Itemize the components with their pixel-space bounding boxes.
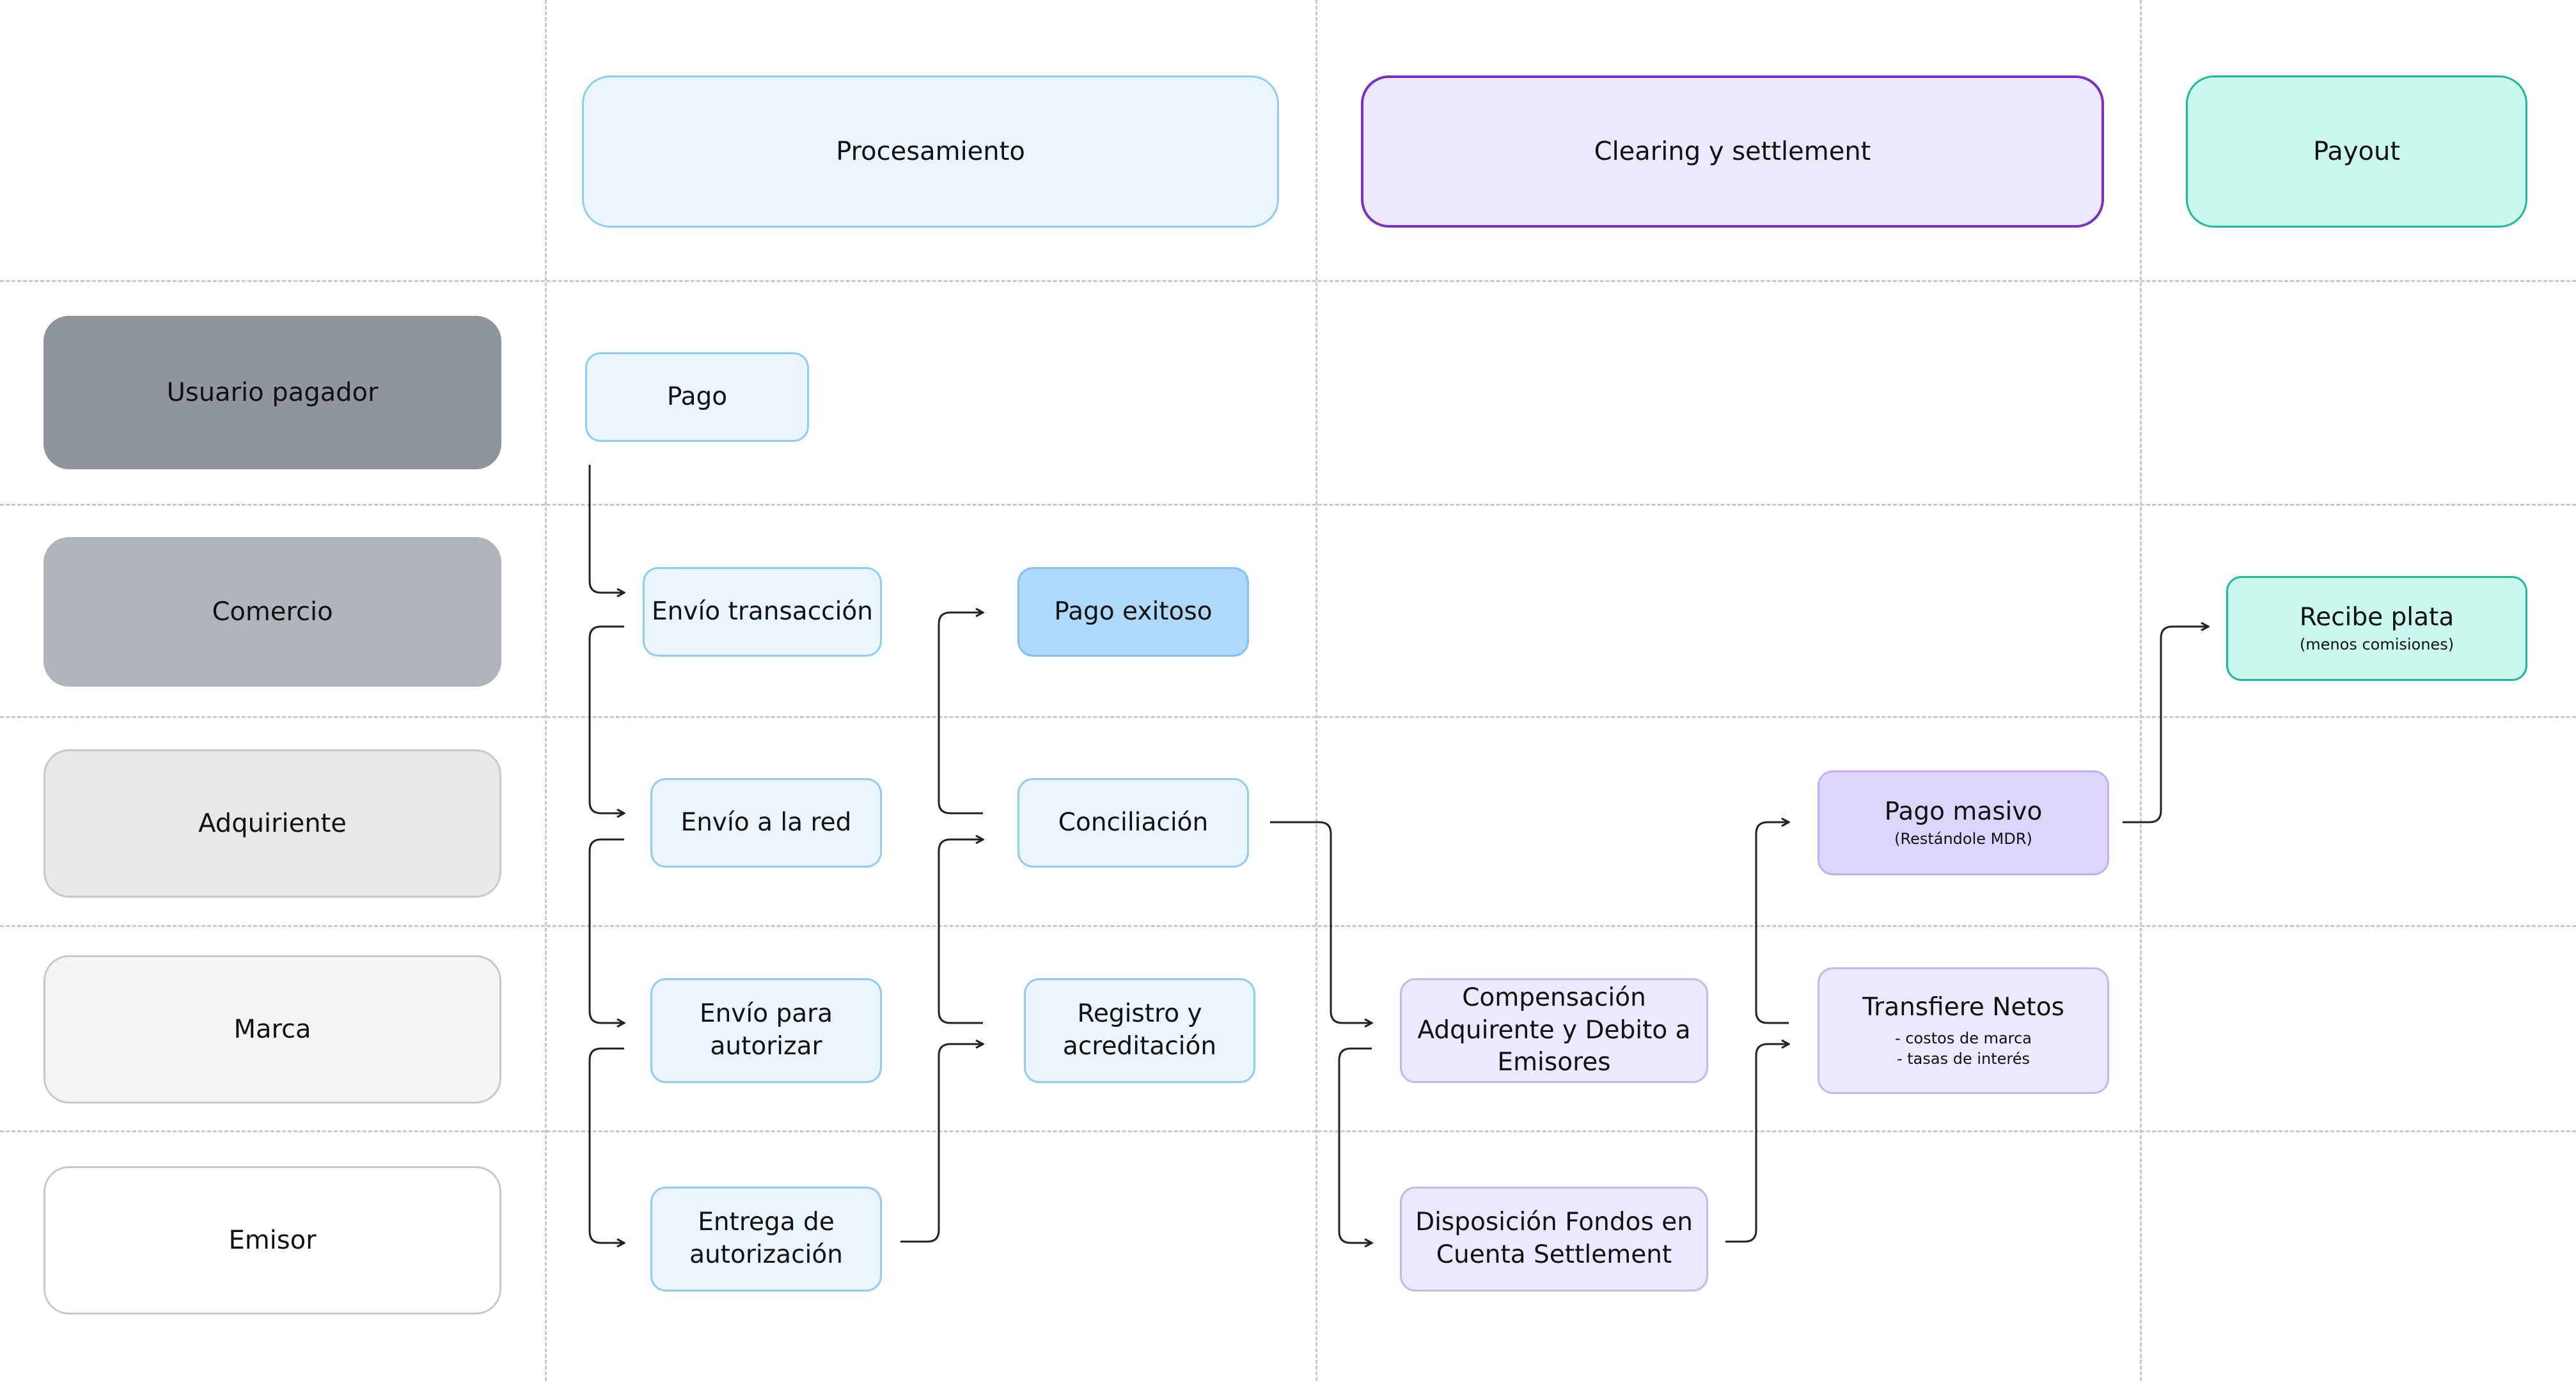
- node-sublabel: - costos de marca: [1895, 1029, 2032, 1047]
- connector-arrow: [588, 625, 624, 813]
- lane-comercio: Comercio: [43, 537, 501, 687]
- node-label: Envío transacción: [652, 597, 873, 626]
- node-label: Transfiere Netos: [1862, 993, 2064, 1022]
- connector-arrow: [588, 838, 624, 1023]
- lane-marca: Marca: [43, 955, 501, 1104]
- connector-arrow: [1755, 822, 1789, 1024]
- node-entrega-de-autorizacion: Entrega de autorización: [650, 1187, 882, 1291]
- node-label: Pago exitoso: [1054, 597, 1213, 626]
- lane-label: Marca: [233, 1015, 311, 1044]
- column-divider: [545, 0, 547, 1381]
- connector-arrow: [1338, 1047, 1372, 1243]
- node-label: Pago: [666, 382, 728, 411]
- node-pago-exitoso: Pago exitoso: [1017, 567, 1249, 657]
- phase-header-clearing: Clearing y settlement: [1361, 75, 2104, 228]
- lane-label: Adquiriente: [198, 809, 347, 838]
- node-compensacion: Compensación Adquirente y Debito a Emiso…: [1400, 978, 1708, 1083]
- lane-label: Usuario pagador: [166, 378, 379, 407]
- connector-arrow: [2123, 627, 2208, 823]
- node-envio-a-la-red: Envío a la red: [650, 778, 882, 868]
- column-divider: [1315, 0, 1317, 1381]
- lane-label: Emisor: [228, 1226, 317, 1255]
- node-transfiere-netos: Transfiere Netos - costos de marca - tas…: [1818, 967, 2109, 1094]
- node-label: Pago masivo: [1884, 797, 2043, 827]
- node-disposicion-fondos: Disposición Fondos en Cuenta Settlement: [1400, 1187, 1708, 1291]
- connector-arrow: [938, 612, 983, 815]
- node-label: Envío para autorizar: [699, 999, 833, 1061]
- row-divider: [0, 504, 2576, 506]
- node-recibe-plata: Recibe plata (menos comisiones): [2226, 576, 2527, 681]
- lane-adquiriente: Adquiriente: [43, 749, 501, 898]
- node-label: Compensación Adquirente y Debito a Emiso…: [1417, 983, 1691, 1077]
- node-conciliacion: Conciliación: [1017, 778, 1249, 868]
- connector-arrow: [938, 839, 983, 1024]
- connector-arrow: [1725, 1044, 1789, 1243]
- node-label: Conciliación: [1058, 808, 1209, 837]
- row-divider: [0, 1130, 2576, 1132]
- node-envio-para-autorizar: Envío para autorizar: [650, 978, 882, 1083]
- row-divider: [0, 925, 2576, 927]
- column-divider: [2140, 0, 2142, 1381]
- node-label: Registro y acreditación: [1062, 999, 1217, 1061]
- row-divider: [0, 280, 2576, 282]
- connector-arrow: [588, 1047, 624, 1243]
- connector-arrow: [900, 1044, 983, 1243]
- lane-usuario-pagador: Usuario pagador: [43, 316, 501, 469]
- connector-arrow: [1270, 821, 1372, 1023]
- node-sublabel: (Restándole MDR): [1894, 830, 2032, 848]
- phase-header-payout: Payout: [2186, 75, 2527, 228]
- phase-label: Procesamiento: [836, 137, 1025, 166]
- node-registro-y-acreditacion: Registro y acreditación: [1024, 978, 1255, 1083]
- phase-header-procesamiento: Procesamiento: [582, 75, 1279, 228]
- node-sublabel: - tasas de interés: [1896, 1050, 2030, 1068]
- connector-arrow: [588, 465, 624, 593]
- phase-label: Clearing y settlement: [1594, 137, 1871, 166]
- lane-emisor: Emisor: [43, 1166, 501, 1315]
- lane-label: Comercio: [212, 597, 333, 627]
- node-label: Recibe plata: [2299, 603, 2454, 632]
- row-divider: [0, 716, 2576, 718]
- node-label: Disposición Fondos en Cuenta Settlement: [1415, 1208, 1693, 1269]
- phase-label: Payout: [2313, 137, 2400, 166]
- node-pago-masivo: Pago masivo (Restándole MDR): [1818, 770, 2109, 875]
- node-sublabel: (menos comisiones): [2299, 636, 2454, 654]
- node-pago: Pago: [585, 352, 809, 442]
- node-label: Envío a la red: [680, 808, 852, 837]
- node-envio-transaccion: Envío transacción: [643, 567, 882, 657]
- node-label: Entrega de autorización: [689, 1208, 843, 1269]
